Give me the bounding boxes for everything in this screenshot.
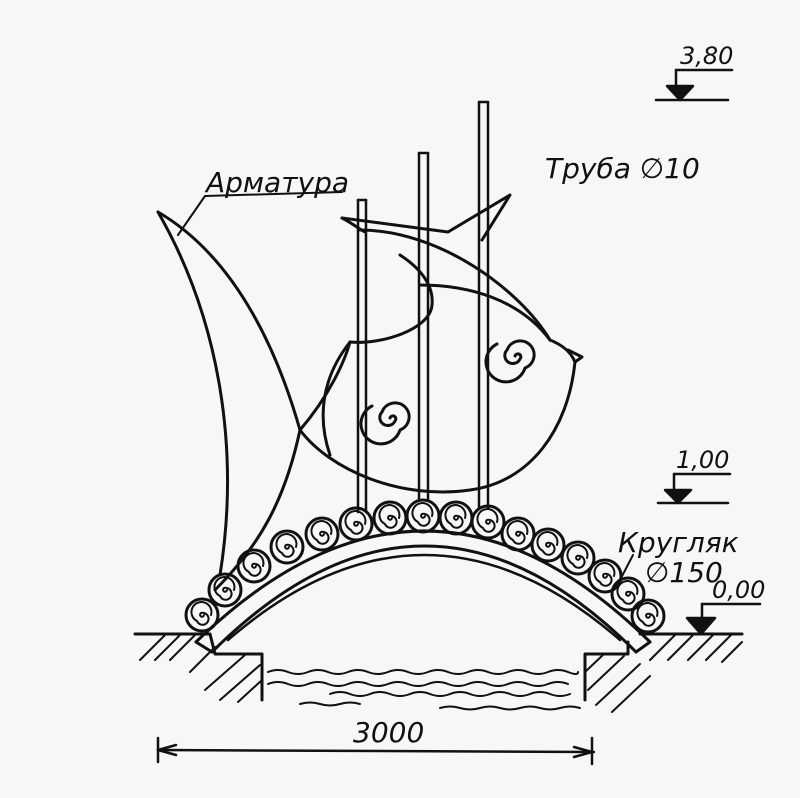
fish-body-armature	[156, 193, 584, 592]
ground-left	[133, 632, 264, 702]
water-waves	[267, 669, 581, 711]
pipe-2	[417, 151, 430, 502]
log-8	[405, 498, 441, 534]
log-6	[338, 506, 374, 542]
log-16	[630, 598, 666, 634]
label-logs-diameter: ∅150	[645, 556, 723, 589]
log-12	[530, 527, 566, 563]
level-marker-top	[654, 68, 734, 102]
label-armatura: Арматура	[204, 166, 349, 199]
level-ground-value: 0,00	[712, 576, 765, 604]
ground-hatching	[139, 634, 743, 713]
log-9	[438, 500, 474, 536]
label-span: 3000	[353, 716, 424, 749]
pipe-1	[356, 198, 368, 514]
log-10	[470, 504, 506, 540]
ground-right	[583, 632, 744, 702]
label-logs: Кругляк	[618, 526, 739, 559]
log-14	[587, 558, 623, 594]
log-7	[372, 500, 408, 536]
bridge-arch	[194, 529, 652, 654]
log-15	[610, 576, 646, 612]
pipe-3	[477, 100, 490, 510]
spiral-scale	[359, 401, 411, 446]
spiral-eye	[484, 339, 536, 384]
level-marker-ground	[685, 602, 762, 636]
log-1	[184, 597, 220, 633]
log-13	[560, 540, 596, 576]
level-top-value: 3,80	[680, 42, 733, 70]
log-5	[304, 516, 340, 552]
label-pipe: Труба ∅10	[545, 152, 700, 185]
log-3	[236, 548, 272, 584]
leader-lines	[177, 191, 634, 581]
log-11	[500, 516, 536, 552]
log-4	[269, 529, 305, 565]
level-middle-value: 1,00	[676, 446, 729, 474]
level-marker-middle	[656, 472, 732, 505]
dimension-line	[156, 736, 596, 766]
